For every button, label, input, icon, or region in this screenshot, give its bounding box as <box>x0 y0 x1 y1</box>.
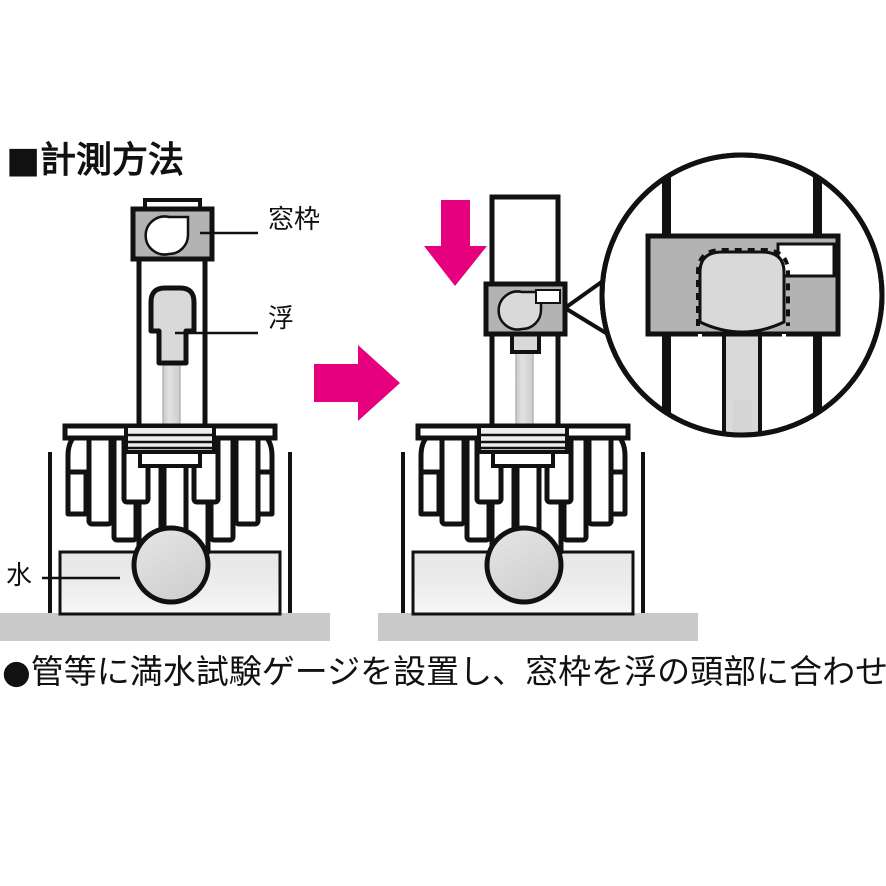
ground-bar-right <box>378 613 698 641</box>
window-frame-right <box>483 281 568 337</box>
adjust-down-arrow <box>424 200 487 286</box>
diagram-right-after <box>401 194 645 616</box>
diagram-left-before <box>42 198 292 616</box>
label-float: 浮 <box>268 304 295 334</box>
label-window-frame: 窓枠 <box>268 205 321 235</box>
page-title: ■計測方法 <box>6 140 185 181</box>
magnified-detail-callout <box>599 152 885 438</box>
window-frame-left <box>130 198 215 262</box>
label-water: 水 <box>6 561 33 591</box>
ball-float-right <box>484 525 564 605</box>
float-head-left <box>148 285 197 366</box>
step-arrow-right <box>314 345 400 421</box>
instruction-caption: ●管等に満水試験ゲージを設置し、窓枠を浮の頭部に合わせます。 <box>2 652 886 691</box>
gauge-tube-right <box>489 194 561 295</box>
ground-bar-left <box>0 613 330 641</box>
ball-float-left <box>131 525 211 605</box>
